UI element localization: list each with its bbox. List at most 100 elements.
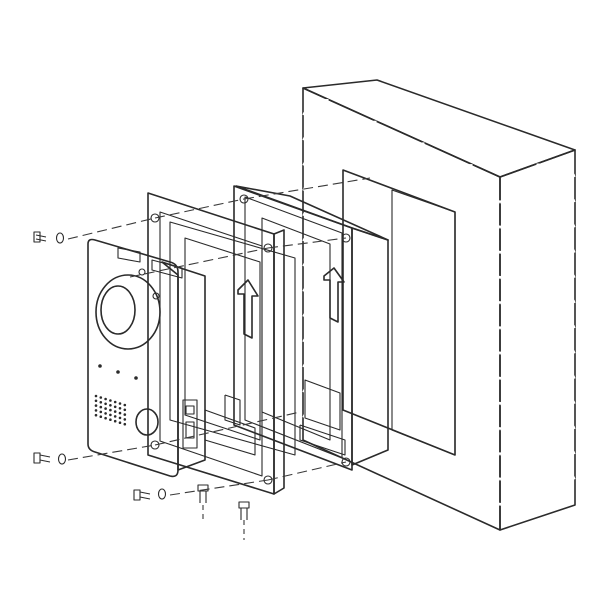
frame-front	[147, 192, 275, 495]
brick-course-line	[302, 313, 501, 406]
grille-hole	[104, 407, 107, 410]
back-box-rim	[244, 196, 343, 459]
screw-with-washer	[33, 452, 67, 465]
grille-hole	[123, 422, 127, 426]
grille-hole	[94, 399, 98, 403]
grille-hole	[109, 413, 112, 417]
grille-hole	[123, 413, 127, 416]
grille-hole	[118, 411, 122, 415]
brick-course-line	[499, 224, 576, 255]
brick-course-line	[499, 173, 576, 204]
brick-course-line	[499, 249, 576, 280]
screw-with-washer	[33, 231, 65, 244]
grille-hole	[113, 419, 117, 423]
terminal	[185, 421, 195, 439]
brick-course-line	[499, 299, 576, 330]
grille-hole	[104, 397, 107, 401]
grille-hole	[113, 415, 117, 418]
grille-hole	[118, 402, 122, 405]
back-box-bracket	[304, 379, 341, 431]
grille-hole	[104, 402, 107, 406]
grille-hole	[94, 413, 98, 417]
grille-hole	[104, 416, 107, 420]
call-button	[135, 408, 159, 436]
wall-recess-inner	[391, 189, 456, 456]
grille-hole	[113, 405, 117, 409]
screw-hole	[341, 457, 351, 467]
grille-hole	[118, 416, 122, 420]
brick-course-line	[302, 212, 501, 305]
brick-course-line	[302, 414, 501, 506]
brick-course-line	[302, 111, 501, 204]
grille-hole	[99, 401, 103, 404]
wall-top	[302, 79, 576, 178]
camera-lens	[100, 285, 136, 335]
brick-course-line	[499, 450, 576, 481]
grille-hole	[99, 415, 103, 419]
brick-wall	[302, 79, 576, 531]
grille-hole	[109, 404, 112, 407]
panel-module	[161, 261, 206, 471]
grille-hole	[104, 412, 107, 415]
screw-hole	[341, 233, 351, 243]
frame-opening	[159, 211, 263, 477]
panel-front	[87, 238, 179, 478]
grille-hole	[99, 410, 103, 414]
bottom-screw	[238, 501, 250, 520]
grille-hole	[99, 405, 103, 409]
brick-course-line	[302, 187, 501, 280]
grille-hole	[109, 408, 112, 412]
brick-course-line	[302, 237, 501, 330]
arrow-up-icon	[237, 279, 259, 339]
screw-hole	[239, 194, 249, 204]
grille-hole	[94, 404, 98, 407]
grille-hole	[118, 421, 122, 425]
brick-course-line	[302, 263, 501, 355]
grille-hole	[118, 407, 122, 410]
grille-hole	[113, 400, 117, 404]
mounting-frame	[147, 192, 296, 495]
screw-hole	[150, 440, 160, 450]
screw-hole	[263, 475, 273, 485]
alignment-lines	[67, 177, 371, 540]
terminal	[185, 405, 195, 415]
grille-hole	[123, 408, 127, 412]
wall-side	[499, 149, 576, 531]
frame-bracket	[204, 409, 256, 456]
speaker-grille	[94, 394, 127, 426]
brick-course-line	[302, 162, 501, 254]
brick-course-line	[302, 288, 501, 380]
sensor	[138, 268, 146, 276]
grille-hole	[123, 403, 127, 407]
brick-course-line	[499, 425, 576, 456]
frame-sleeve	[169, 221, 296, 456]
bottom-screw	[197, 484, 209, 503]
arrow-up-icon	[323, 267, 345, 323]
brick-course-line	[499, 198, 576, 229]
brick-course-line	[499, 324, 576, 355]
grille-hole	[113, 410, 117, 413]
grille-hole	[99, 396, 103, 399]
brick-course-line	[302, 137, 501, 229]
screw-icon	[33, 231, 47, 243]
brick-course-line	[302, 338, 501, 431]
grille-hole	[123, 418, 127, 421]
sensor	[152, 292, 160, 300]
brick-course-line	[499, 274, 576, 305]
grille-hole	[109, 399, 112, 402]
door-station-panel	[87, 238, 206, 478]
brick-course-line	[302, 363, 501, 456]
back-box-front	[233, 185, 353, 471]
brick-joints	[302, 99, 576, 507]
screw-hole	[150, 213, 160, 223]
brick-course-line	[499, 350, 576, 381]
brick-course-line	[302, 389, 501, 481]
washer-icon	[55, 232, 65, 244]
grille-hole	[94, 394, 98, 398]
brick-course-line	[499, 400, 576, 431]
brick-course-line	[499, 375, 576, 406]
flush-mount-back-box	[233, 185, 389, 471]
grille-hole	[94, 409, 98, 412]
